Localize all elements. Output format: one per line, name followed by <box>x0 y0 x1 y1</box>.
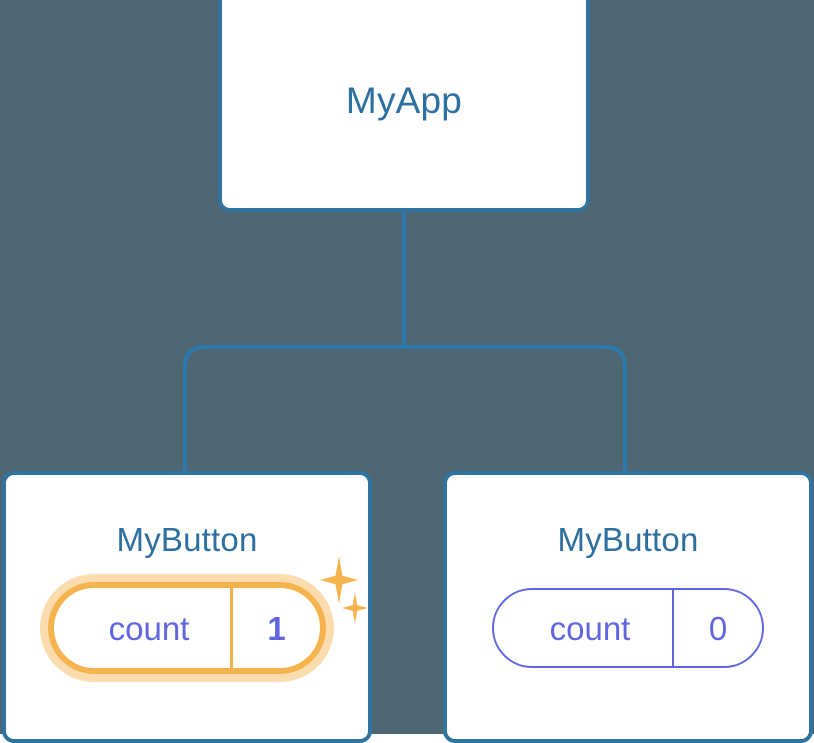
state-value: 0 <box>672 590 762 666</box>
node-title: MyButton <box>557 521 699 558</box>
state-pill-highlighted[interactable]: count 1 <box>48 582 326 674</box>
state-key: count <box>549 609 631 647</box>
node-mybutton-right[interactable]: MyButton count 0 <box>443 471 813 743</box>
node-myapp[interactable]: MyApp <box>218 0 590 212</box>
edge-branch-to-child-left <box>183 345 404 475</box>
state-pill-wrap: count 0 <box>447 573 809 683</box>
state-pill-wrap: count 1 <box>6 573 368 683</box>
state-pill[interactable]: count 0 <box>492 588 764 668</box>
edge-branch-to-child-right <box>404 345 627 475</box>
state-value: 1 <box>230 588 320 668</box>
node-mybutton-left[interactable]: MyButton count 1 <box>2 471 372 743</box>
node-title: MyApp <box>345 80 463 121</box>
state-key: count <box>108 609 190 647</box>
node-title: MyButton <box>116 521 258 558</box>
